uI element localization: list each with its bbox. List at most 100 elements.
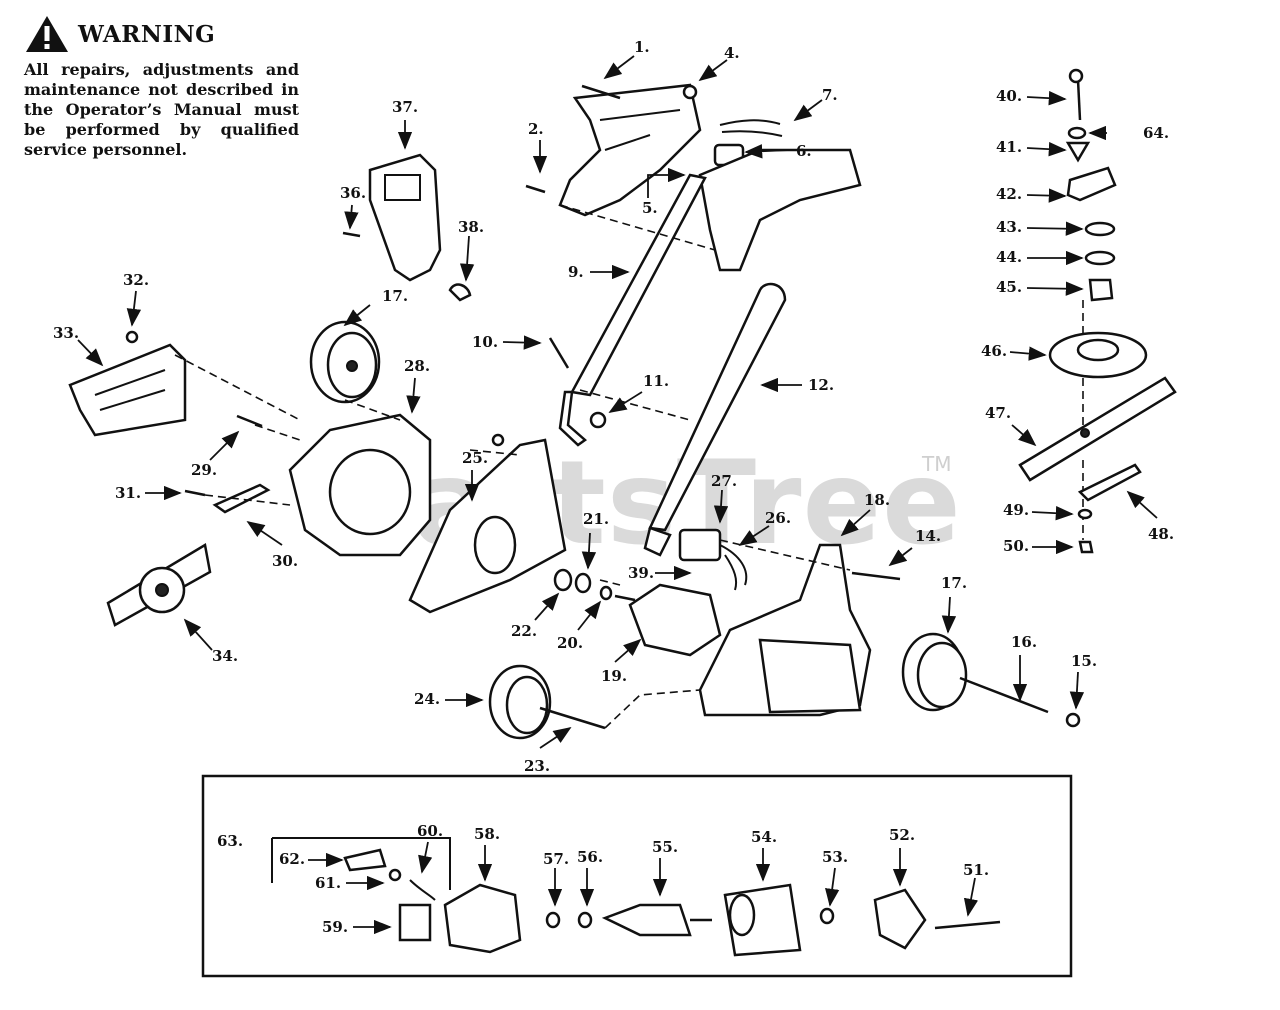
nut-15	[1065, 712, 1081, 728]
watermark-trademark: TM	[922, 452, 952, 476]
handle-tube-9	[570, 173, 707, 397]
handle-upper-right-half	[698, 148, 862, 272]
callout-52: 52.	[889, 826, 915, 844]
callout-24: 24.	[414, 690, 440, 708]
callout-27: 27.	[711, 472, 737, 490]
part-62	[343, 848, 387, 872]
switch-4	[682, 84, 698, 100]
warning-title: WARNING	[78, 20, 216, 48]
spring-60	[409, 879, 436, 901]
callout-62: 62.	[279, 850, 305, 868]
callout-11: 11.	[643, 372, 669, 390]
callout-21: 21.	[583, 510, 609, 528]
callout-51: 51.	[963, 861, 989, 879]
callout-33: 33.	[53, 324, 79, 342]
callout-2: 2.	[528, 120, 544, 138]
washer-57	[545, 911, 561, 929]
callout-23: 23.	[524, 757, 550, 775]
callout-48: 48.	[1148, 525, 1174, 543]
part-41	[1065, 141, 1091, 163]
callout-arrows	[77, 55, 1158, 935]
end-bell-58	[443, 883, 522, 954]
callout-64: 64.	[1143, 124, 1169, 142]
callout-7: 7.	[822, 86, 838, 104]
callout-29: 29.	[191, 461, 217, 479]
handle-tube-12	[648, 282, 787, 532]
part-61	[388, 868, 402, 882]
bushing-45	[1088, 278, 1114, 302]
washer-56	[577, 911, 593, 929]
axle-16	[959, 676, 1049, 714]
callout-44: 44.	[996, 248, 1022, 266]
washer-53	[819, 907, 835, 925]
callout-57: 57.	[543, 850, 569, 868]
callout-61: 61.	[315, 874, 341, 892]
motor-19	[628, 583, 722, 657]
callout-17-right: 17.	[941, 574, 967, 592]
callout-31: 31.	[115, 484, 141, 502]
callout-26: 26.	[765, 509, 791, 527]
callout-58: 58.	[474, 825, 500, 843]
callout-18: 18.	[864, 491, 890, 509]
callout-38: 38.	[458, 218, 484, 236]
warning-notice: WARNING All repairs, adjustments and mai…	[24, 14, 299, 160]
motor-detail-inset	[201, 774, 1073, 978]
washer-44	[1084, 250, 1116, 266]
screw-31	[184, 489, 206, 497]
bracket-30	[212, 483, 271, 514]
callout-12: 12.	[808, 376, 834, 394]
callout-43: 43.	[996, 218, 1022, 236]
callout-15: 15.	[1071, 652, 1097, 670]
bolt-14	[851, 571, 901, 581]
blade-47	[1018, 376, 1177, 482]
callout-22: 22.	[511, 622, 537, 640]
callout-53: 53.	[822, 848, 848, 866]
washer-22	[553, 568, 573, 592]
callout-47: 47.	[985, 404, 1011, 422]
callout-40: 40.	[996, 87, 1022, 105]
callout-60: 60.	[417, 822, 443, 840]
part-42	[1066, 166, 1117, 202]
screw-2	[525, 184, 546, 194]
switch-27	[678, 528, 722, 562]
handle-upper-left-half	[558, 83, 702, 217]
callout-16: 16.	[1011, 633, 1037, 651]
callout-1: 1.	[634, 38, 650, 56]
wires-26	[719, 544, 748, 591]
callout-30: 30.	[272, 552, 298, 570]
callout-5: 5.	[642, 199, 658, 217]
callout-34: 34.	[212, 647, 238, 665]
callout-25: 25.	[462, 449, 488, 467]
callout-17-left: 17.	[382, 287, 408, 305]
ring-20	[599, 585, 613, 601]
nut-11	[589, 411, 607, 429]
callout-54: 54.	[751, 828, 777, 846]
part-59	[398, 903, 432, 942]
cord-7	[719, 119, 783, 137]
callout-9: 9.	[568, 263, 584, 281]
washer-43	[1084, 221, 1116, 237]
end-cap-52	[873, 888, 927, 950]
guard-33	[68, 343, 187, 437]
armature-55	[601, 903, 692, 937]
callout-20: 20.	[557, 634, 583, 652]
screw-36	[342, 231, 361, 238]
screw-1	[581, 84, 621, 100]
callout-37: 37.	[392, 98, 418, 116]
screw-51	[934, 920, 1001, 930]
callout-50: 50.	[1003, 537, 1029, 555]
callout-19: 19.	[601, 667, 627, 685]
callout-10: 10.	[472, 333, 498, 351]
callout-39: 39.	[628, 564, 654, 582]
washer-49	[1077, 508, 1093, 520]
warning-triangle-icon	[26, 16, 68, 52]
axle-23	[539, 706, 606, 730]
callout-63: 63.	[217, 832, 243, 850]
screw-32	[125, 330, 139, 344]
callout-4: 4.	[724, 44, 740, 62]
callout-45: 45.	[996, 278, 1022, 296]
callout-59: 59.	[322, 918, 348, 936]
washer-21	[574, 572, 592, 594]
callout-6: 6.	[796, 142, 812, 160]
